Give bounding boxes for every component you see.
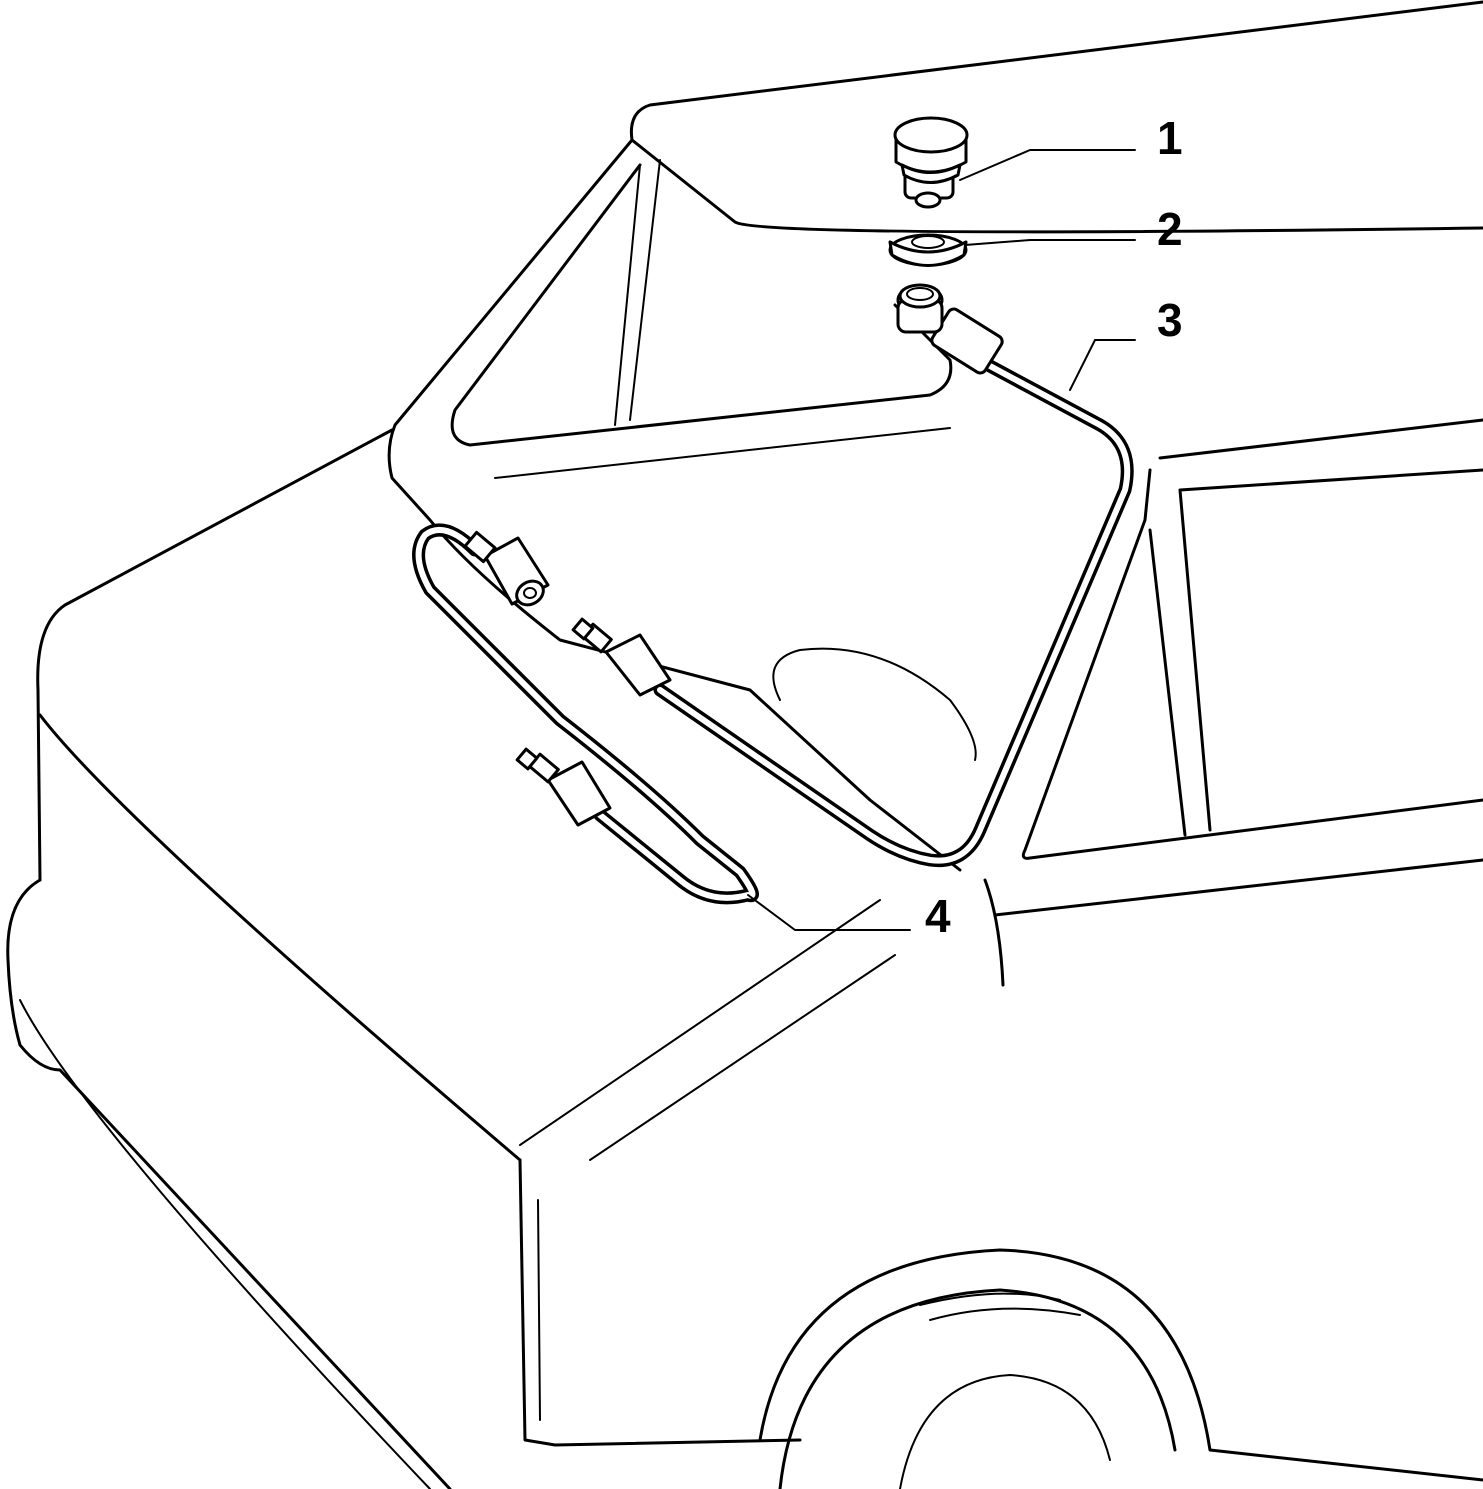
callout-2: 2 — [1157, 203, 1183, 255]
jet-nozzle-lower — [515, 747, 612, 827]
cap-plug — [893, 116, 969, 209]
roof-outline — [629, 0, 1483, 234]
wiper-cover — [772, 647, 977, 761]
side-window — [1178, 468, 1483, 832]
tire-outer — [778, 1288, 1177, 1489]
elbow-connector — [896, 283, 1004, 375]
windshield-glass — [450, 163, 953, 447]
callout-4: 4 — [925, 890, 951, 942]
beltline — [993, 858, 1483, 917]
door-pillar — [1021, 468, 1483, 860]
a-pillar-line — [629, 159, 661, 421]
leader-2 — [964, 239, 1136, 246]
leader-3 — [1069, 339, 1136, 391]
jet-nozzle-upper — [463, 530, 550, 607]
callout-3: 3 — [1157, 294, 1183, 346]
callout-leaders — [747, 149, 1136, 931]
tire-inner — [899, 1374, 1111, 1489]
car-body-outline — [6, 0, 1483, 1489]
jet-nozzle-middle — [571, 617, 672, 697]
windshield-frame — [387, 138, 962, 872]
cowl-line — [494, 427, 951, 479]
front-fender — [518, 1158, 802, 1447]
leader-4 — [747, 894, 911, 931]
door-front-edge — [983, 878, 1005, 987]
front-bumper — [6, 878, 452, 1489]
callout-1: 1 — [1157, 112, 1183, 164]
washer-hose-main — [653, 359, 1134, 868]
washer-hose-branch — [412, 523, 759, 905]
leader-1 — [959, 149, 1136, 181]
hood-front-edge — [38, 713, 522, 1162]
sealing-ring — [888, 233, 968, 267]
wheel-arch — [758, 1248, 1483, 1482]
hood-outline — [36, 428, 394, 882]
